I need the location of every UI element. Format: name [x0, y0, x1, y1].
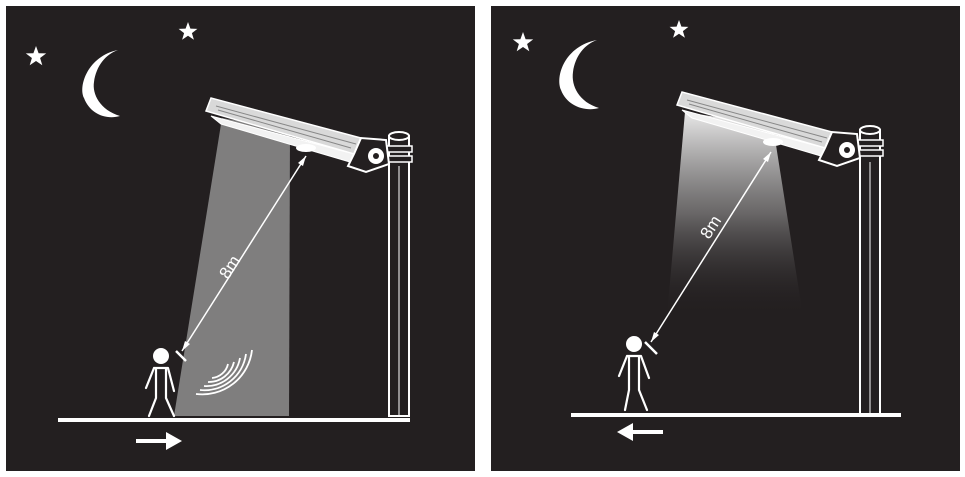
motion-sensor-icon [763, 138, 783, 146]
moon-icon [82, 50, 120, 118]
scene-left: 8m [25, 22, 413, 450]
street-lamp-head [205, 97, 391, 174]
ground-line [58, 418, 410, 422]
arrow-right-icon [136, 432, 182, 450]
motion-waves-icon [195, 349, 253, 396]
pole-clamp [856, 149, 884, 157]
pole-cap [859, 125, 881, 135]
panel-motion-detected: 8m [6, 6, 475, 471]
pole-clamp [385, 145, 413, 153]
light-beam [667, 112, 803, 316]
panel-no-motion: 8m [491, 6, 960, 471]
pole-clamp [385, 155, 413, 163]
pole-clamp [856, 139, 884, 147]
star-icon [669, 20, 689, 38]
pole-cap [388, 131, 410, 141]
scene-right: 8m [512, 20, 901, 441]
light-beam [174, 118, 290, 416]
ground-line [571, 413, 901, 417]
distance-arrow [644, 151, 772, 355]
street-lamp-head [676, 91, 862, 168]
star-icon [512, 32, 534, 52]
star-icon [25, 46, 47, 66]
star-icon [178, 22, 198, 40]
pedestrian-icon [144, 348, 176, 418]
arrow-left-icon [617, 423, 663, 441]
moon-icon [559, 40, 599, 110]
distance-arrow [175, 155, 307, 362]
pedestrian-icon [617, 336, 651, 412]
motion-sensor-icon [296, 144, 316, 152]
